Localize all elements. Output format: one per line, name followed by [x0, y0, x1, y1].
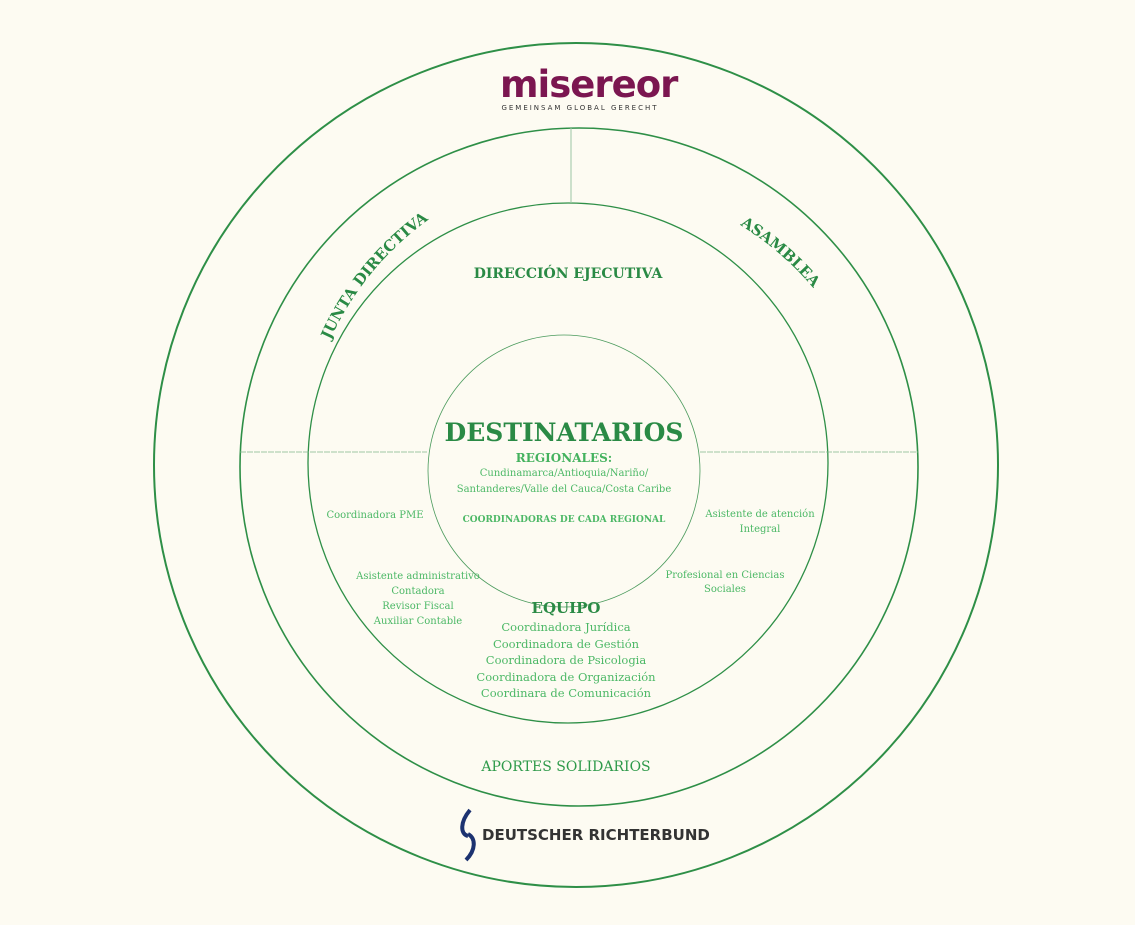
misereor-logo: misereor GEMEINSAM GLOBAL GERECHT	[500, 63, 678, 113]
coordinadora-pme: Coordinadora PME	[326, 510, 424, 521]
admin-item: Contadora	[391, 586, 445, 597]
center-ring	[427, 334, 701, 608]
richterbund-logo: DEUTSCHER RICHTERBUND	[458, 808, 710, 862]
richterbund-wordmark: DEUTSCHER RICHTERBUND	[482, 826, 710, 844]
equipo-member: Coordinadora de Gestión	[492, 636, 640, 651]
misereor-tagline: GEMEINSAM GLOBAL GERECHT	[501, 104, 659, 112]
equipo-list: Coordinadora Jurídica Coordinadora de Ge…	[446, 619, 686, 702]
governance-ring	[239, 127, 919, 807]
equipo-member: Coordinadora de Psicologia	[485, 653, 647, 667]
equipo-member: Coordinara de Comunicación	[480, 686, 652, 700]
admin-item: Auxiliar Contable	[373, 616, 463, 627]
admin-group: Asistente administrativo Contadora Revis…	[338, 569, 498, 629]
misereor-wordmark: misereor	[500, 63, 678, 106]
asistente-atencion: Asistente de atención Integral	[690, 507, 830, 537]
executive-ring	[307, 202, 829, 724]
atencion-line: Integral	[739, 524, 781, 535]
regionales-line-1: Cundinamarca/Antioquia/Nariño/	[479, 468, 649, 479]
equipo-member: Coordinadora Jurídica	[501, 620, 631, 634]
ciencias-line: Sociales	[704, 584, 746, 595]
junta-directiva-label: JUNTA DIRECTIVA	[316, 208, 431, 343]
equipo-member: Coordinadora de Organización	[476, 669, 656, 684]
richterbund-emblem-icon	[460, 808, 476, 862]
coordinadoras-regional: COORDINADORAS DE CADA REGIONAL	[462, 515, 666, 525]
destinatarios-title: DESTINATARIOS	[444, 418, 684, 447]
regionales-line-2: Santanderes/Valle del Cauca/Costa Caribe	[456, 484, 672, 495]
atencion-line: Asistente de atención	[705, 509, 815, 520]
direccion-ejecutiva-label: DIRECCIÓN EJECUTIVA	[473, 266, 663, 282]
ciencias-line: Profesional en Ciencias	[665, 570, 785, 581]
asamblea-label: ASAMBLEA	[737, 213, 824, 291]
equipo-title: EQUIPO	[531, 599, 601, 617]
admin-item: Revisor Fiscal	[382, 601, 454, 612]
profesional-ciencias: Profesional en Ciencias Sociales	[650, 569, 800, 597]
regionales-label: REGIONALES:	[515, 451, 613, 465]
aportes-solidarios-label: APORTES SOLIDARIOS	[481, 759, 651, 775]
admin-item: Asistente administrativo	[356, 571, 480, 582]
outer-ring	[153, 42, 999, 888]
